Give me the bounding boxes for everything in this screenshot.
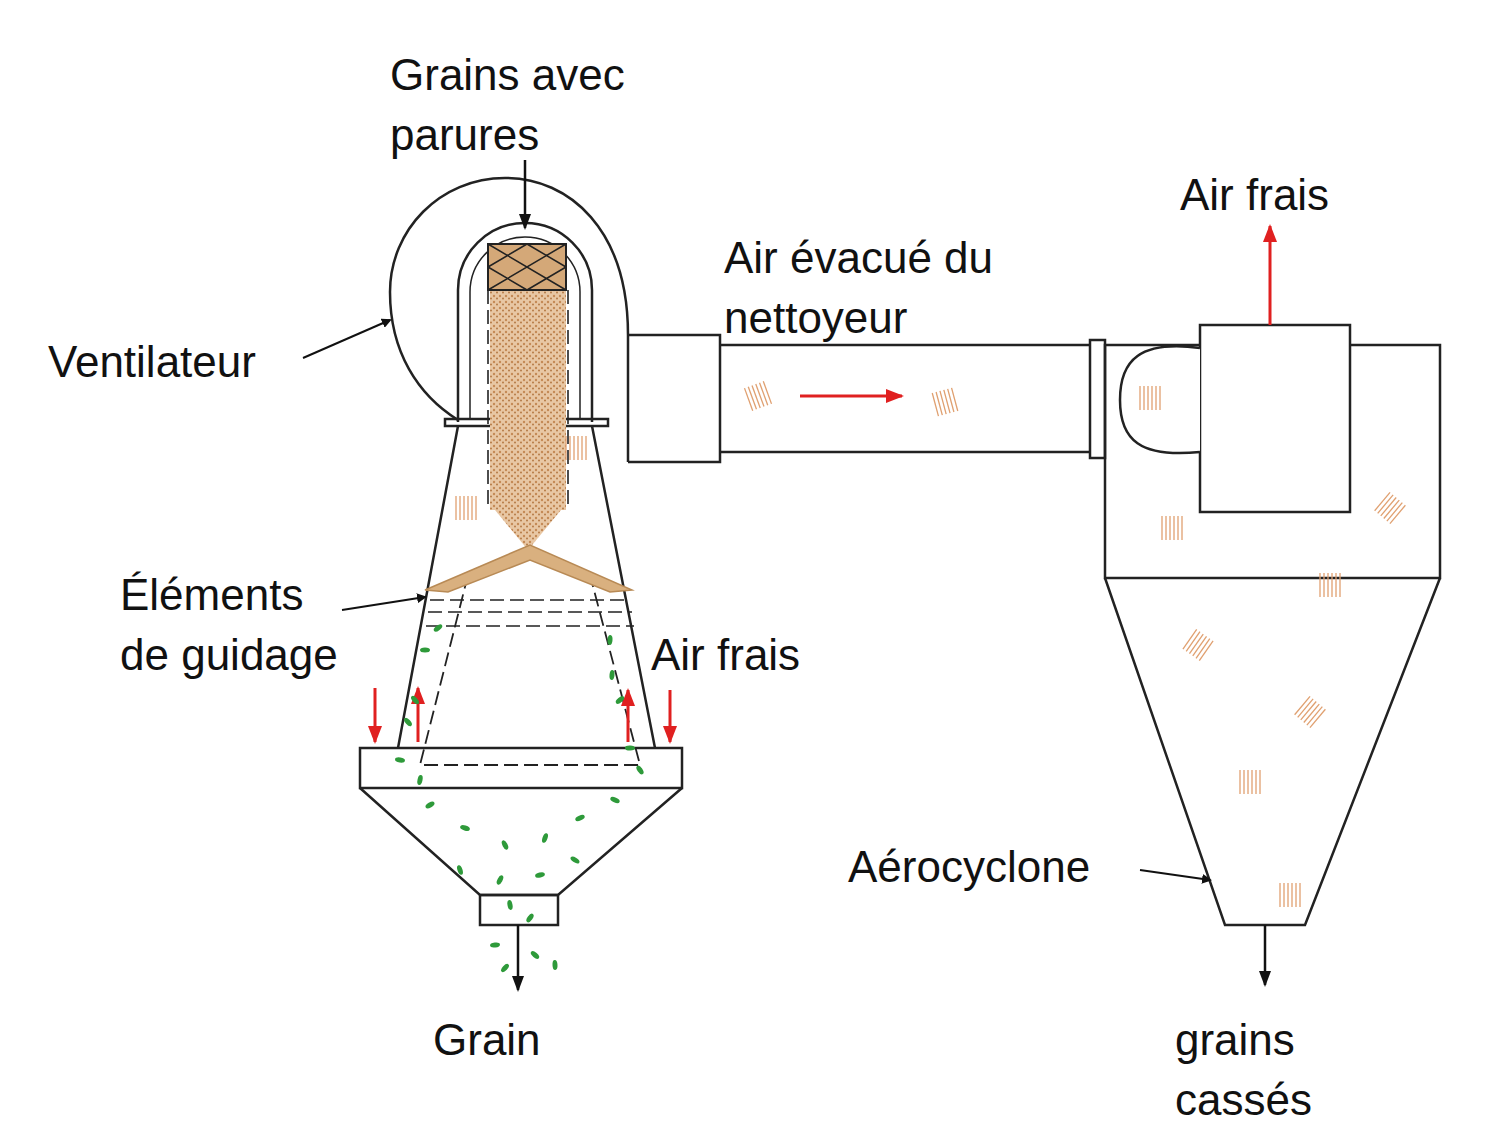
grain-particle [501, 839, 510, 850]
air-arrow [1269, 226, 1272, 325]
part-label: grains cassés [1175, 1010, 1375, 1130]
outlet-arrow [517, 925, 520, 990]
grain-particle [410, 695, 420, 706]
husk-particle [744, 381, 771, 410]
part-label: Air frais [651, 625, 800, 685]
husk-particle [1280, 883, 1300, 907]
grain-particle [456, 864, 464, 875]
grain-particle [569, 855, 580, 865]
grain-particle [607, 635, 613, 645]
air-arrow [417, 688, 420, 742]
guide-element [425, 545, 632, 592]
grain-particle [609, 796, 620, 805]
grain-particle [433, 623, 444, 633]
part-label: Grain [433, 1010, 541, 1070]
machine-outline [360, 178, 1440, 925]
grain-particle [395, 757, 406, 763]
husk-particle [1162, 516, 1182, 540]
grain-particle [609, 670, 615, 680]
part-label: Air évacué du nettoyeur [724, 228, 1054, 348]
grain-particle [507, 900, 514, 911]
part-label: Éléments de guidage [120, 565, 352, 685]
grain-particle [625, 745, 635, 750]
part-label: Air frais [1180, 165, 1329, 225]
feeder-box [488, 244, 566, 290]
part-label: Aérocyclone [848, 837, 1090, 897]
grain-particle [574, 814, 585, 823]
grain-particle [552, 960, 558, 970]
husk-particle [456, 496, 476, 520]
part-label: Grains avec parures [390, 45, 690, 165]
part-label: Ventilateur [48, 332, 256, 392]
husk-particle [1240, 770, 1260, 794]
grain-particle [541, 832, 549, 843]
grain-stream [495, 510, 561, 550]
leader-line [1140, 870, 1210, 880]
grain-particle [420, 648, 430, 653]
husk-particle [1375, 492, 1406, 523]
grain-particle [525, 912, 535, 923]
air-arrow [669, 690, 672, 742]
husk-particle [1320, 573, 1340, 597]
grain-column [490, 290, 566, 510]
air-arrow [800, 395, 902, 398]
grain-particle [500, 963, 511, 974]
grain-particle [635, 764, 645, 775]
leader-line [303, 320, 390, 358]
outlet-arrow [1264, 925, 1267, 985]
husk-particle [1140, 386, 1160, 410]
husk-particle [566, 436, 586, 460]
feed-arrow [524, 160, 527, 228]
grain-particle [417, 775, 424, 786]
grain-particle [424, 800, 435, 809]
grain-particle [495, 874, 504, 885]
air-arrow [627, 690, 630, 742]
husk-particle [1183, 629, 1213, 660]
grain-particle [615, 695, 626, 705]
grain-particle [403, 717, 413, 728]
air-arrow [374, 688, 377, 742]
grain-particle [460, 824, 471, 832]
grain-particle [530, 950, 541, 960]
leader-line [342, 597, 425, 610]
husk-particle [932, 388, 958, 416]
grain-particle [490, 942, 501, 948]
grain-particle [535, 871, 546, 878]
particle-texture [395, 381, 1406, 973]
husk-particle [1295, 696, 1326, 727]
